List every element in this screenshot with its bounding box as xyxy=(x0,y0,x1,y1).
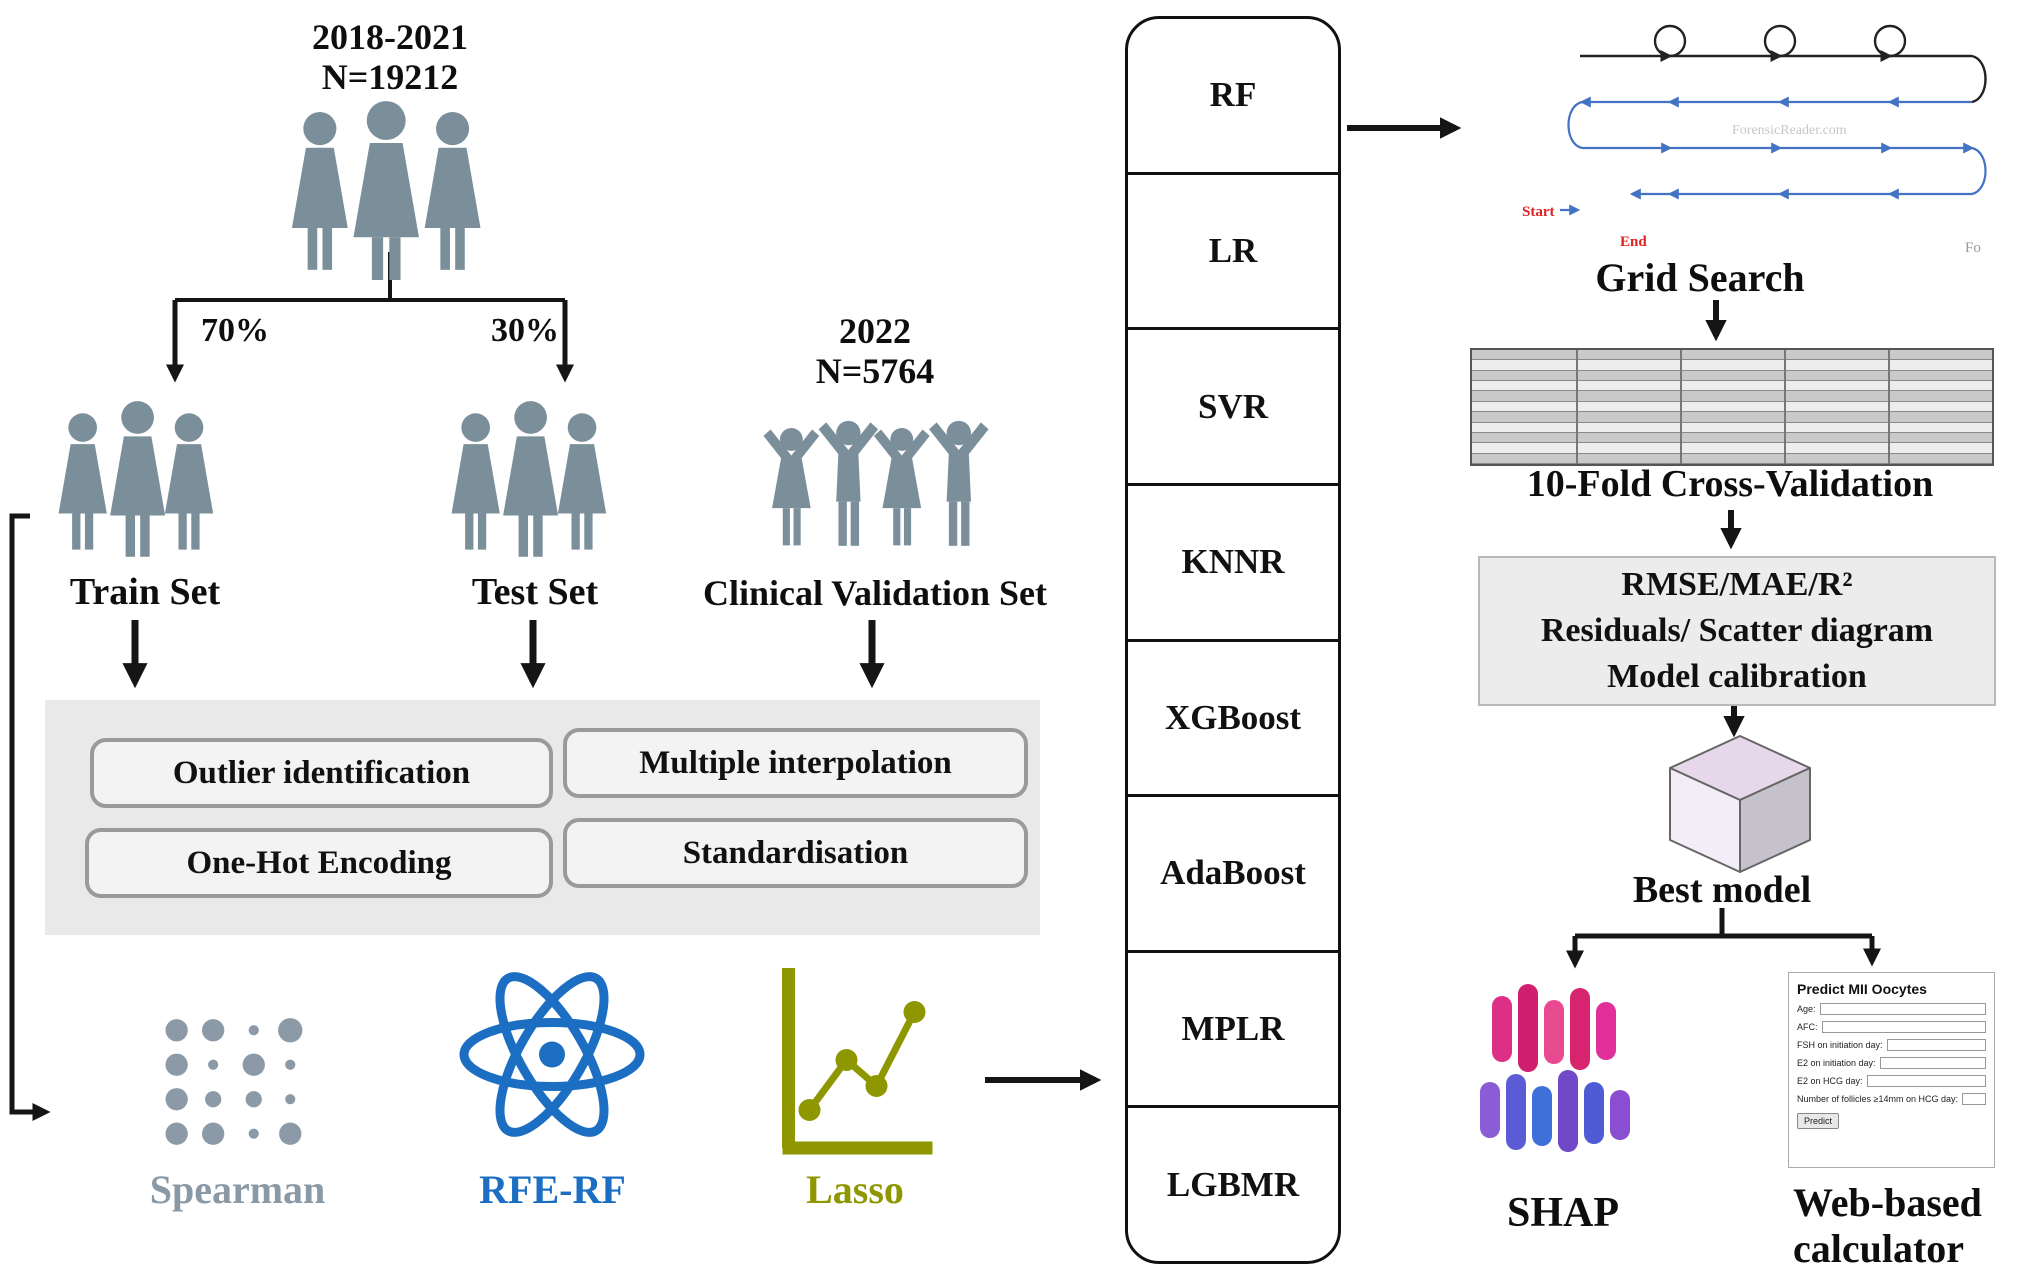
field-label: FSH on initiation day: xyxy=(1797,1040,1883,1050)
train-set-label: Train Set xyxy=(69,571,221,613)
evaluation-box: RMSE/MAE/R² Residuals/ Scatter diagram M… xyxy=(1478,556,1996,706)
grid-start-label: Start xyxy=(1522,204,1555,220)
shap-label: SHAP xyxy=(1506,1190,1619,1236)
table-column-line xyxy=(1888,350,1890,464)
preprocessing-chip-interpolation: Multiple interpolation xyxy=(563,728,1028,798)
best-model-cube-icon xyxy=(1669,735,1811,873)
rfe-rf-label: RFE-RF xyxy=(479,1167,626,1212)
web-calculator-label: Web-based calculator xyxy=(1793,1180,2033,1272)
preprocessing-chip-standardisation: Standardisation xyxy=(563,818,1028,888)
model-item-mplr: MPLR xyxy=(1128,949,1338,1106)
field-input xyxy=(1879,1057,1986,1069)
lasso-chart-icon xyxy=(782,968,933,1155)
test-set-label: Test Set xyxy=(471,571,599,613)
table-row xyxy=(1472,453,1992,464)
split-test-pct: 30% xyxy=(491,312,559,349)
model-item-rf: RF xyxy=(1209,75,1257,115)
field-label: AFC: xyxy=(1797,1022,1818,1032)
table-row xyxy=(1472,391,1992,402)
field-input xyxy=(1821,1021,1986,1033)
validation-set-label: Clinical Validation Set xyxy=(702,573,1048,613)
calculator-field-row: Age: xyxy=(1797,1003,1986,1015)
calculator-field-row: AFC: xyxy=(1797,1021,1986,1033)
grid-search-label: Grid Search xyxy=(1595,255,1805,300)
table-row xyxy=(1472,443,1992,454)
model-item-xgboost: XGBoost xyxy=(1128,638,1338,795)
field-label: Number of follicles ≥14mm on HCG day: xyxy=(1797,1094,1958,1104)
shap-logo-icon xyxy=(1480,984,1630,1152)
grid-search-diagram: Start End ForensicReader.com Fo xyxy=(1522,24,1987,256)
spearman-dots-icon xyxy=(165,1018,303,1145)
table-row xyxy=(1472,432,1992,444)
calculator-title: Predict MII Oocytes xyxy=(1797,981,1927,997)
table-row xyxy=(1472,412,1992,423)
model-stack: RF LR SVR KNNR XGBoost AdaBoost MPLR LGB… xyxy=(1125,16,1341,1264)
table-column-line xyxy=(1576,350,1578,464)
cohort-validation-years: 2022 xyxy=(839,311,911,351)
evaluation-line-calibration: Model calibration xyxy=(1607,657,1867,695)
table-row xyxy=(1472,370,1992,382)
table-row xyxy=(1472,401,1992,413)
table-column-line xyxy=(1680,350,1682,464)
predict-button: Predict xyxy=(1797,1113,1840,1129)
people-group-validation-icon xyxy=(763,420,989,546)
calculator-field-row: Number of follicles ≥14mm on HCG day: xyxy=(1797,1093,1986,1105)
cohort-main-n: N=19212 xyxy=(321,57,459,97)
calculator-field-row: E2 on HCG day: xyxy=(1797,1075,1986,1087)
calculator-field-row: FSH on initiation day: xyxy=(1797,1039,1986,1051)
table-row xyxy=(1472,422,1992,433)
table-row xyxy=(1472,360,1992,371)
web-calculator-label-line2: calculator xyxy=(1793,1226,1965,1271)
preprocessing-chip-onehot: One-Hot Encoding xyxy=(85,828,553,898)
model-item-knnr: KNNR xyxy=(1128,482,1338,639)
model-item-svr: SVR xyxy=(1128,327,1338,483)
cohort-validation-n: N=5764 xyxy=(815,351,935,391)
field-label: E2 on HCG day: xyxy=(1797,1076,1863,1086)
web-calculator-preview: Predict MII Oocytes Age: AFC: FSH on ini… xyxy=(1788,972,1995,1168)
people-group-main-icon xyxy=(291,101,481,280)
preprocessing-chip-outlier: Outlier identification xyxy=(90,738,553,808)
model-item-lr: LR xyxy=(1128,171,1338,328)
cross-validation-table xyxy=(1470,348,1994,466)
split-train-pct: 70% xyxy=(201,312,269,349)
field-input xyxy=(1866,1075,1986,1087)
table-column-line xyxy=(1784,350,1786,464)
people-group-test-icon xyxy=(451,401,607,557)
calculator-field-row: E2 on initiation day: xyxy=(1797,1057,1986,1069)
model-item-lgbmr: LGBMR xyxy=(1128,1105,1338,1261)
lasso-label: Lasso xyxy=(806,1167,904,1212)
model-item-adaboost: AdaBoost xyxy=(1128,794,1338,950)
table-row xyxy=(1472,350,1992,361)
field-label: Age: xyxy=(1797,1004,1816,1014)
table-row xyxy=(1472,381,1992,392)
evaluation-line-residuals: Residuals/ Scatter diagram xyxy=(1540,612,1934,650)
atom-icon xyxy=(459,972,645,1137)
cross-validation-label: 10-Fold Cross-Validation xyxy=(1526,463,1934,505)
grid-watermark: ForensicReader.com xyxy=(1732,123,1847,138)
field-label: E2 on initiation day: xyxy=(1797,1058,1876,1068)
field-input xyxy=(1819,1003,1986,1015)
grid-corner-label: Fo xyxy=(1965,240,1981,256)
web-calculator-label-line1: Web-based xyxy=(1793,1180,1982,1225)
grid-end-label: End xyxy=(1620,234,1647,250)
best-model-label: Best model xyxy=(1632,869,1812,911)
evaluation-line-metrics: RMSE/MAE/R² xyxy=(1621,566,1853,604)
field-input xyxy=(1886,1039,1986,1051)
preprocessing-panel: Outlier identification Multiple interpol… xyxy=(45,700,1040,935)
people-group-train-icon xyxy=(58,401,214,557)
cohort-main-years: 2018-2021 xyxy=(312,17,468,57)
field-input xyxy=(1962,1093,1986,1105)
spearman-label: Spearman xyxy=(149,1167,326,1212)
